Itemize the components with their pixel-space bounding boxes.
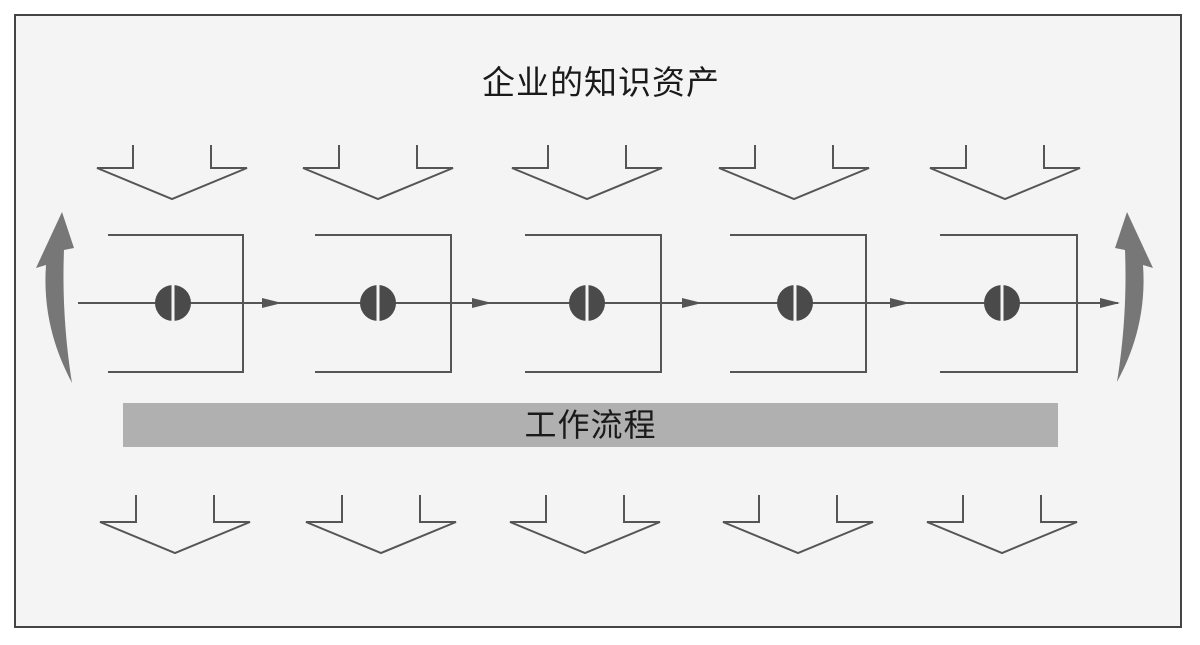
bottom-chevron-icon [926,495,1078,555]
stage-bracket [525,234,662,373]
bottom-chevron-icon [722,495,874,555]
stage-bracket [730,234,867,373]
workflow-stage-2 [302,145,457,555]
workflow-stage-3 [509,145,663,555]
workflow-label: 工作流程 [524,406,657,444]
bottom-chevron-icon [509,495,661,555]
stage-bracket [315,234,452,373]
split-circle-node-icon [777,283,813,323]
split-circle-node-icon [569,283,605,323]
top-chevron-icon [929,145,1081,201]
top-chevron-icon [718,145,870,201]
workflow-bar: 工作流程 [123,403,1058,447]
top-chevron-icon [302,145,454,201]
top-chevron-icon [511,145,663,201]
split-circle-node-icon [984,283,1020,323]
workflow-stage-4 [718,145,874,555]
workflow-stage-5 [926,145,1081,555]
top-chevron-icon [96,145,248,201]
right-curved-arrow-icon [1115,212,1153,382]
split-circle-node-icon [155,283,191,323]
stage-bracket [940,234,1078,373]
diagram-title: 企业的知识资产 [482,63,720,102]
bottom-chevron-icon [305,495,457,555]
diagram-frame: 企业的知识资产 工作流程 [14,14,1182,628]
split-circle-node-icon [360,283,396,323]
workflow-stage-1 [96,145,251,555]
bottom-chevron-icon [99,495,251,555]
stage-bracket [108,234,244,373]
left-curved-arrow-icon [36,212,74,383]
